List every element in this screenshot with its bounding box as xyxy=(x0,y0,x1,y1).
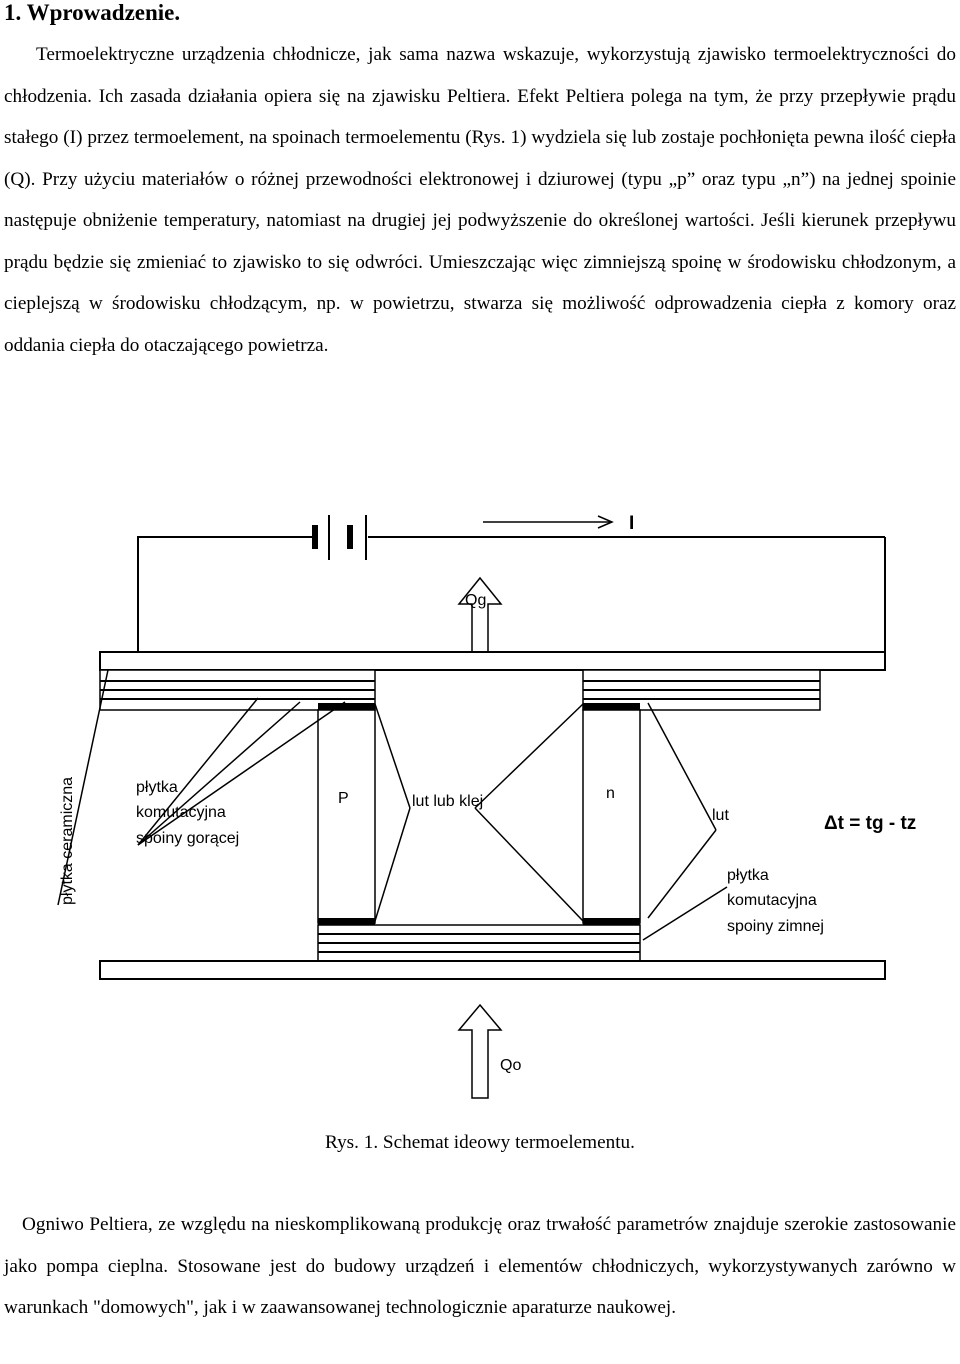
cold-commutation-plate xyxy=(317,924,641,962)
delta-t-formula: Δt = tg - tz xyxy=(824,813,916,834)
heat-out-arrow-icon xyxy=(457,576,503,653)
qg-label: Qg xyxy=(465,592,486,609)
thermoelement-diagram: I Qg Qo P n lut lub klej xyxy=(57,513,916,1099)
qo-label: Qo xyxy=(500,1057,521,1074)
n-label: n xyxy=(606,785,615,802)
n-type-leg xyxy=(582,703,641,925)
figure-caption: Rys. 1. Schemat ideowy termoelementu. xyxy=(325,1132,635,1153)
closing-paragraph: Ogniwo Peltiera, ze względu na nieskompl… xyxy=(4,1214,956,1318)
battery-icon xyxy=(312,515,367,560)
ceramic-plate-bottom xyxy=(99,960,886,980)
ceramic-plate-top xyxy=(99,651,886,671)
p-type-leg xyxy=(317,703,376,925)
cold-plate-label: płytka komutacyjna spoiny zimnej xyxy=(727,867,824,935)
leader-lines xyxy=(57,669,728,941)
heat-in-arrow-icon xyxy=(457,1003,503,1099)
intro-paragraph: Termoelektryczne urządzenia chłodnicze, … xyxy=(4,44,956,356)
current-arrow-icon xyxy=(483,515,614,529)
p-label: P xyxy=(338,790,349,807)
current-label: I xyxy=(629,513,634,534)
section-heading: 1. Wprowadzenie. xyxy=(4,0,181,25)
hot-plate-label: płytka komutacyjna spoiny gorącej xyxy=(136,779,239,847)
ceramic-plate-label: płytka ceramiczna xyxy=(59,777,76,905)
lut-klej-label: lut lub klej xyxy=(412,793,483,810)
circuit-wire xyxy=(137,536,315,652)
lut-label: lut xyxy=(712,807,729,824)
